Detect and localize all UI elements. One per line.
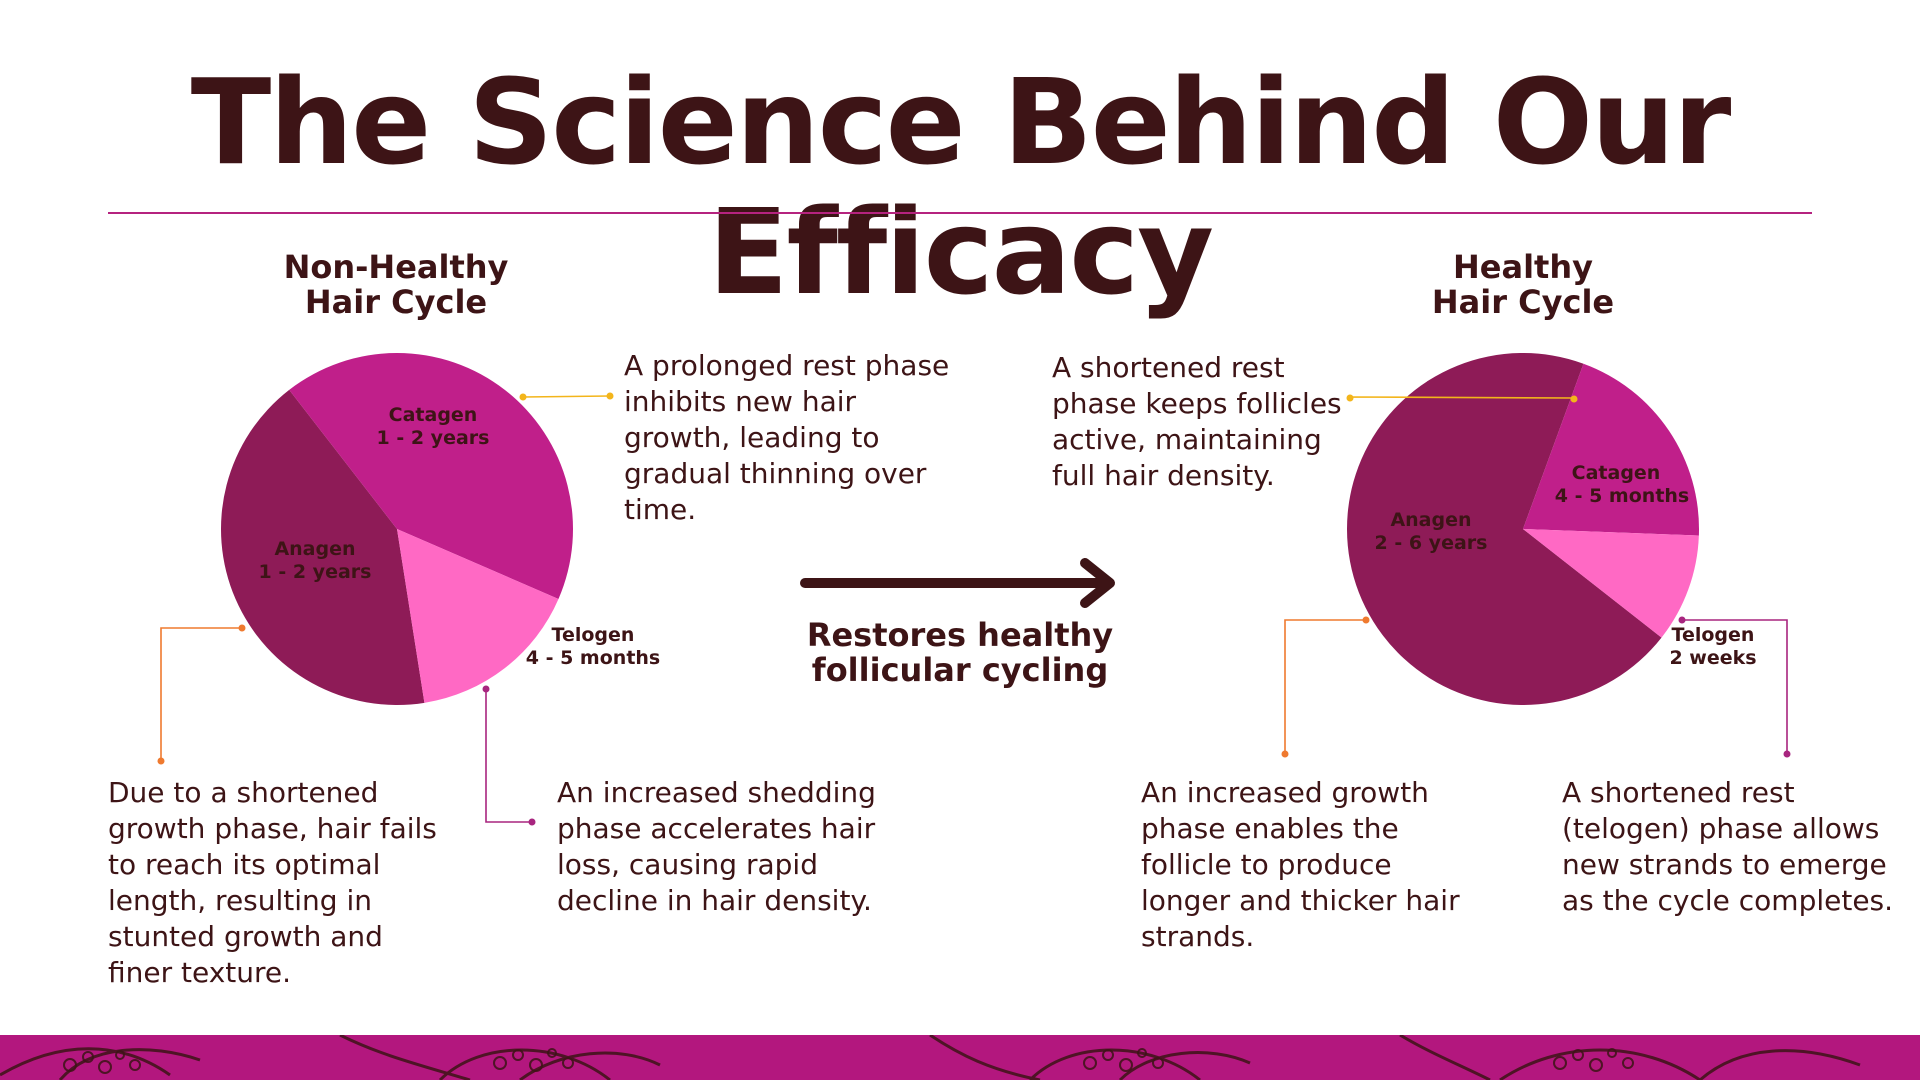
left-chart-title-line2: Hair Cycle — [304, 283, 488, 321]
middle-caption: Restores healthy follicular cycling — [760, 618, 1160, 688]
right-telogen-phase: Telogen — [1672, 624, 1755, 646]
right-chart-title: Healthy Hair Cycle — [1273, 250, 1773, 320]
right-arrow-icon — [800, 558, 1115, 608]
right-catagen-connector-end — [1570, 395, 1578, 403]
left-catagen-connector-end — [606, 392, 614, 400]
left-anagen-connector — [160, 627, 242, 761]
right-telogen-connector-dot — [1678, 616, 1686, 624]
left-catagen-connector — [522, 395, 611, 398]
left-catagen-slice — [289, 353, 573, 599]
right-anagen-phase: Anagen — [1390, 509, 1471, 531]
left-telogen-slice — [397, 529, 559, 703]
left-anagen-duration: 1 - 2 years — [259, 561, 372, 583]
left-pie-chart: Catagen 1 - 2 years Anagen 1 - 2 years T… — [220, 353, 660, 705]
left-anagen-phase: Anagen — [274, 538, 355, 560]
right-chart-title-line2: Hair Cycle — [1431, 283, 1615, 321]
right-telogen-duration: 2 weeks — [1669, 647, 1756, 669]
right-catagen-slice — [1523, 363, 1699, 536]
right-callouts — [1281, 394, 1791, 758]
left-anagen-connector-end — [157, 757, 165, 765]
title-divider — [108, 212, 1812, 214]
left-telogen-phase: Telogen — [552, 624, 635, 646]
right-telogen-connector-end — [1783, 750, 1791, 758]
right-anagen-connector — [1284, 619, 1366, 754]
right-anagen-connector-end — [1281, 750, 1289, 758]
left-telogen-connector-dot — [482, 685, 490, 693]
decorative-footer-band — [0, 1035, 1920, 1080]
left-telogen-description: An increased shedding phase accelerates … — [557, 776, 876, 917]
left-callouts — [157, 392, 614, 826]
right-telogen-connector — [1682, 619, 1788, 754]
left-catagen-description: A prolonged rest phase inhibits new hair… — [624, 349, 950, 526]
page-title: The Science Behind Our Efficacy — [190, 53, 1732, 321]
left-anagen-description: Due to a shortened growth phase, hair fa… — [108, 776, 437, 989]
right-telogen-slice — [1523, 529, 1699, 638]
left-telogen-duration: 4 - 5 months — [526, 647, 660, 669]
right-anagen-description: An increased growth phase enables the fo… — [1141, 776, 1460, 953]
left-catagen-duration: 1 - 2 years — [377, 427, 490, 449]
left-anagen-connector-dot — [238, 624, 246, 632]
left-catagen-connector-dot — [519, 393, 527, 401]
right-anagen-duration: 2 - 6 years — [1375, 532, 1488, 554]
left-telogen-connector — [485, 689, 532, 823]
left-anagen-slice — [220, 389, 425, 705]
middle-caption-line1: Restores healthy — [806, 616, 1114, 654]
hair-cycle-diagram: Catagen 1 - 2 years Anagen 1 - 2 years T… — [157, 352, 1791, 826]
right-anagen-slice — [1347, 352, 1662, 705]
right-chart-title-line1: Healthy — [1453, 248, 1593, 286]
middle-caption-line2: follicular cycling — [811, 651, 1109, 689]
footer-pattern — [0, 1035, 1861, 1080]
left-telogen-connector-end — [528, 818, 536, 826]
right-catagen-duration: 4 - 5 months — [1555, 485, 1689, 507]
right-catagen-connector-dot — [1346, 394, 1354, 402]
right-anagen-connector-dot — [1362, 616, 1370, 624]
left-catagen-phase: Catagen — [389, 404, 478, 426]
left-chart-title-line1: Non-Healthy — [283, 248, 509, 286]
right-telogen-description: A shortened rest (telogen) phase allows … — [1562, 776, 1894, 917]
left-chart-title: Non-Healthy Hair Cycle — [146, 250, 646, 320]
right-pie-chart: Catagen 4 - 5 months Anagen 2 - 6 years … — [1347, 352, 1757, 705]
right-catagen-phase: Catagen — [1572, 462, 1661, 484]
right-catagen-description: A shortened rest phase keeps follicles a… — [1052, 351, 1342, 492]
